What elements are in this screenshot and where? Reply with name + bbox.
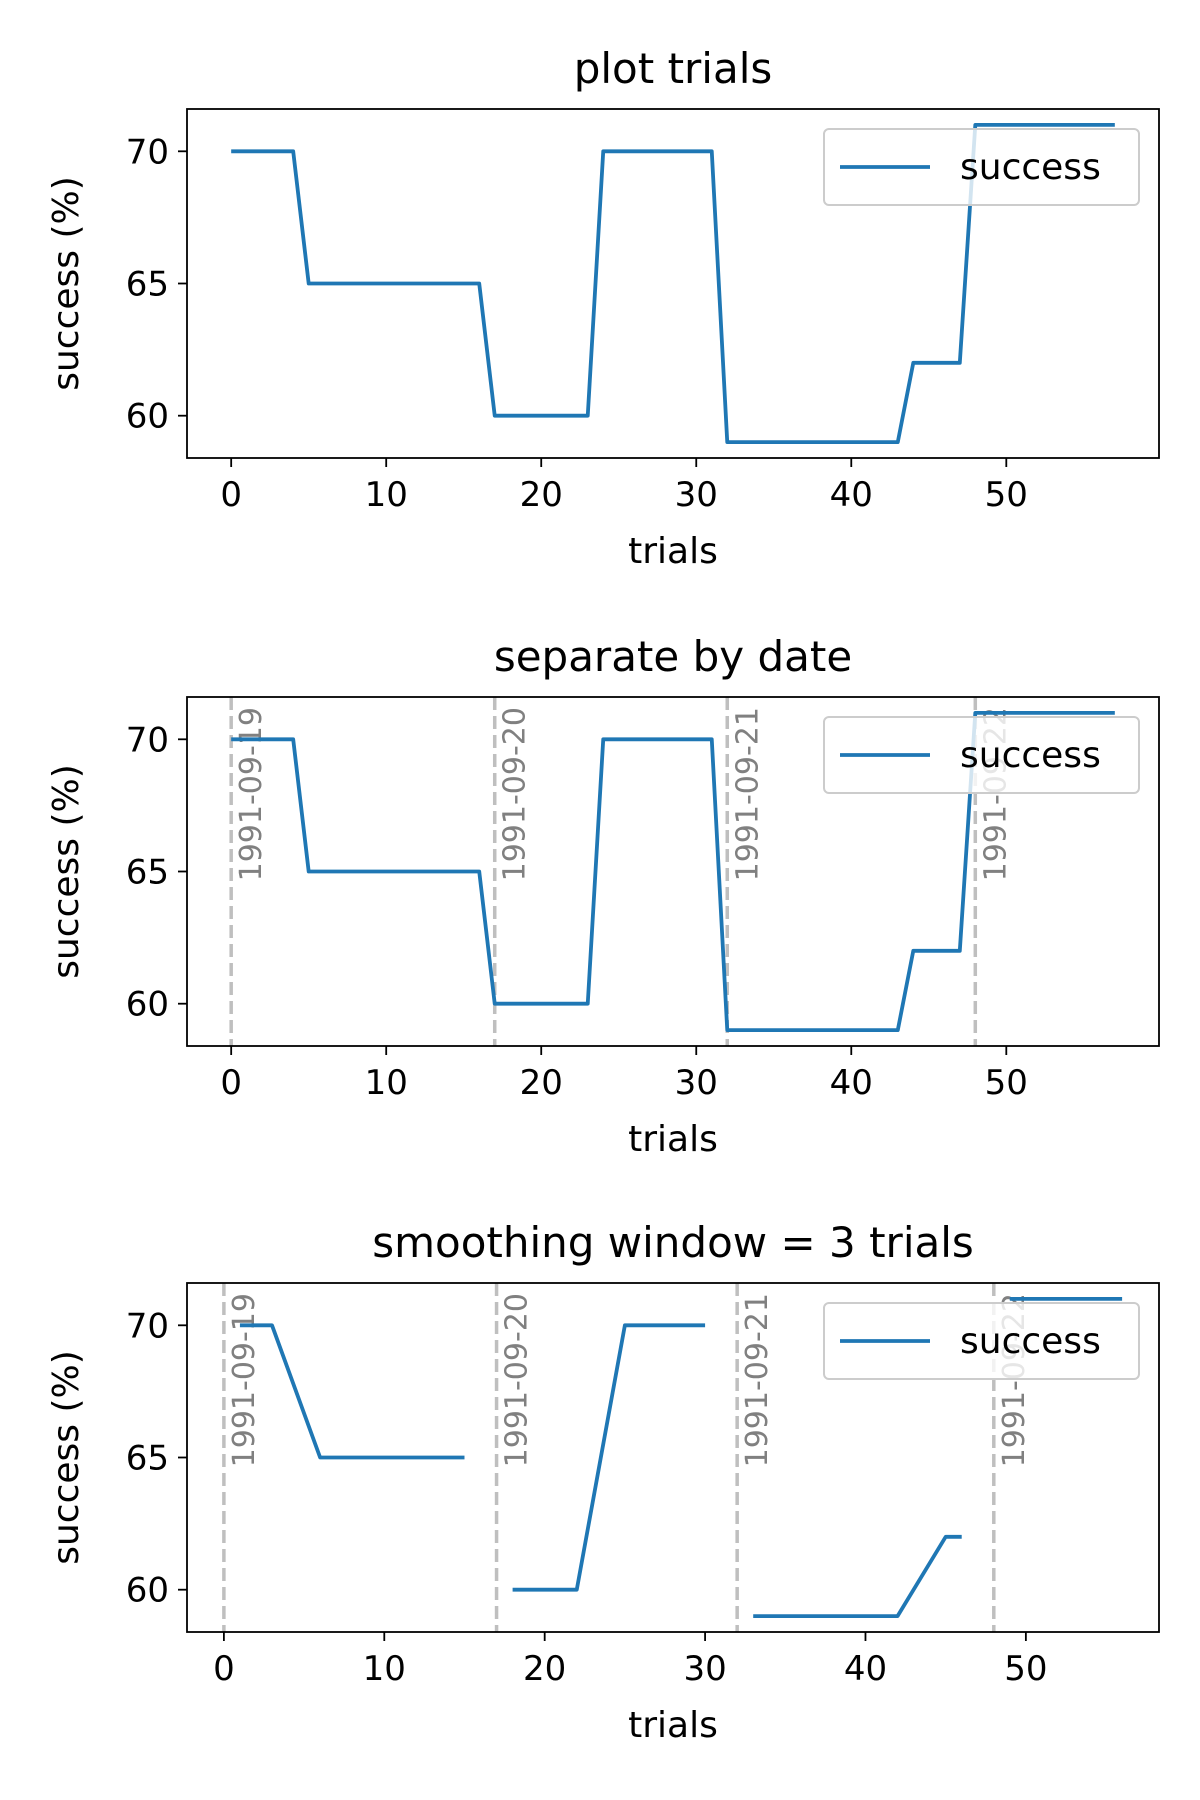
x-tick-label: 30 — [675, 1063, 718, 1103]
x-tick-label: 50 — [985, 1063, 1028, 1103]
y-tick-label: 70 — [126, 720, 169, 760]
series-line-success — [231, 122, 1115, 445]
x-tick-label: 20 — [523, 1649, 566, 1689]
y-tick-label: 65 — [126, 853, 169, 893]
x-tick-label: 10 — [365, 475, 408, 515]
x-tick-label: 0 — [220, 1063, 242, 1103]
chart-panel-2: separate by date 1991-09-19 1991-09-20 1991… — [46, 632, 1160, 1160]
legend: success — [823, 1302, 1140, 1380]
x-tick-label: 30 — [683, 1649, 726, 1689]
legend-label: success — [960, 147, 1101, 188]
legend: success — [823, 716, 1140, 794]
date-label: 1991-09-21 — [730, 707, 765, 881]
plot-content — [231, 122, 1115, 445]
legend-label: success — [960, 735, 1101, 776]
date-label: 1991-09-20 — [498, 707, 533, 881]
chart-panel-1: plot trials 0 10 20 30 40 50 60 65 70 trials succes… — [46, 44, 1160, 572]
legend: success — [823, 128, 1140, 206]
legend-box — [823, 1302, 1140, 1380]
y-tick-label: 70 — [126, 1306, 169, 1346]
x-tick-label: 40 — [844, 1649, 887, 1689]
y-axis-label: success (%) — [46, 1350, 87, 1565]
x-axis-label: trials — [628, 531, 718, 572]
x-tick-label: 40 — [830, 475, 873, 515]
x-tick-label: 0 — [213, 1649, 235, 1689]
x-tick-label: 10 — [363, 1649, 406, 1689]
y-tick-label: 60 — [126, 1571, 169, 1611]
y-axis-label: success (%) — [46, 764, 87, 979]
series-line-success — [753, 1534, 962, 1619]
x-tick-label: 50 — [985, 475, 1028, 515]
chart-title: separate by date — [494, 632, 852, 681]
y-tick-label: 60 — [126, 985, 169, 1025]
x-tick-label: 10 — [365, 1063, 408, 1103]
chart-title: smoothing window = 3 trials — [372, 1218, 974, 1267]
y-axis-label: success (%) — [46, 176, 87, 391]
y-tick-label: 60 — [126, 397, 169, 437]
x-tick-label: 50 — [1004, 1649, 1047, 1689]
legend-box — [823, 716, 1140, 794]
chart-panel-3: smoothing window = 3 trials 1991-09-19 199… — [46, 1218, 1160, 1746]
legend-label: success — [960, 1321, 1101, 1362]
legend-box — [823, 128, 1140, 206]
series-line-success — [239, 1323, 465, 1460]
x-tick-label: 0 — [220, 475, 242, 515]
series-line-success — [512, 1323, 706, 1592]
x-tick-label: 20 — [520, 475, 563, 515]
x-tick-label: 20 — [520, 1063, 563, 1103]
date-label: 1991-09-20 — [500, 1293, 535, 1467]
date-label: 1991-09-19 — [227, 1293, 262, 1467]
y-tick-label: 65 — [126, 1439, 169, 1479]
date-label: 1991-09-19 — [234, 707, 269, 881]
y-tick-label: 70 — [126, 132, 169, 172]
x-axis-label: trials — [628, 1705, 718, 1746]
x-tick-label: 40 — [830, 1063, 873, 1103]
series-line-success — [231, 710, 1115, 1033]
x-axis-label: trials — [628, 1119, 718, 1160]
chart-title: plot trials — [574, 44, 773, 93]
date-label: 1991-09-21 — [740, 1293, 775, 1467]
y-tick-label: 65 — [126, 265, 169, 305]
x-tick-label: 30 — [675, 475, 718, 515]
